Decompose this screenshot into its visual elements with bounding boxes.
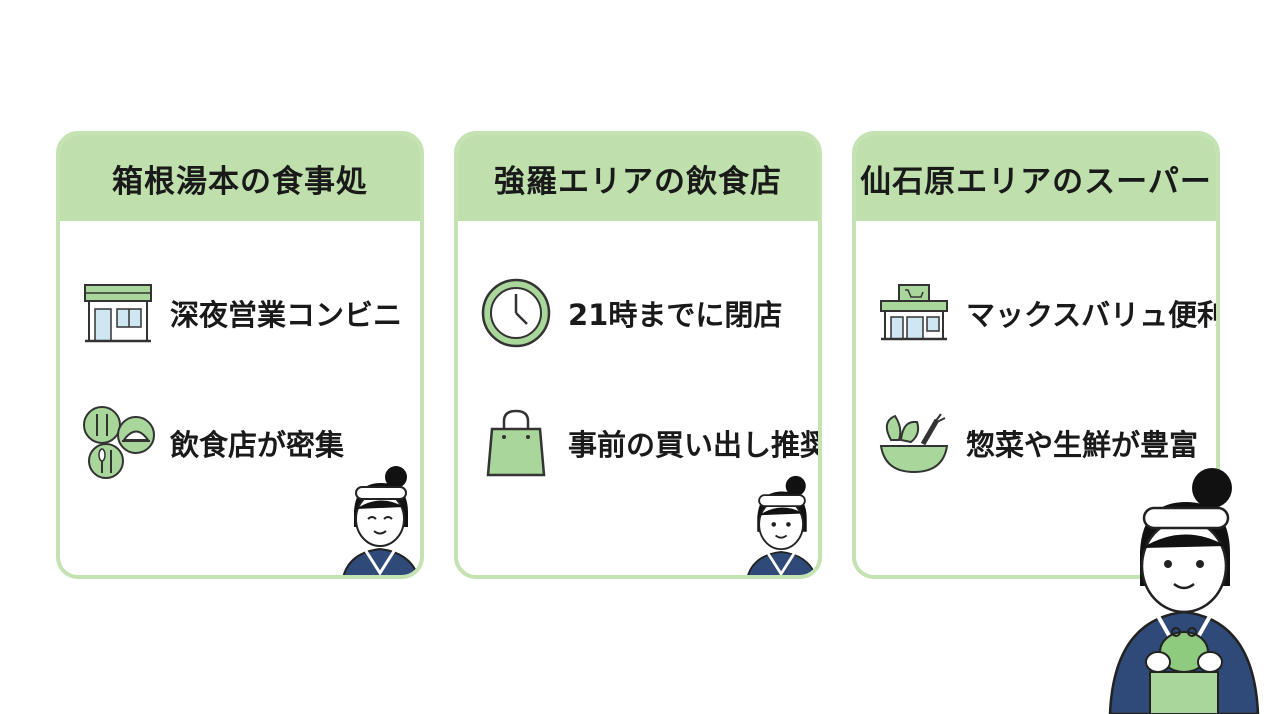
list-item: 深夜営業コンビニ	[80, 275, 402, 351]
card-hakone-yumoto: 箱根湯本の食事処 深夜営業コンビニ	[56, 131, 424, 579]
card-sengokuhara: 仙石原エリアのスーパー マックスバリュ便利	[852, 131, 1220, 579]
mascot-woman-icon	[747, 475, 817, 575]
card-title: 仙石原エリアのスーパー	[856, 135, 1216, 221]
list-item: 惣菜や生鮮が豊富	[876, 405, 1198, 481]
convenience-store-icon	[80, 275, 156, 351]
item-label: マックスバリュ便利	[966, 298, 1220, 332]
list-item: 事前の買い出し推奨	[478, 405, 822, 481]
card-title: 箱根湯本の食事処	[60, 135, 420, 221]
item-label: 21時までに閉店	[568, 298, 783, 332]
mascot-woman-with-purse-icon	[1108, 468, 1260, 714]
supermarket-icon	[876, 275, 952, 351]
list-item: 飲食店が密集	[80, 405, 344, 481]
item-label: 事前の買い出し推奨	[568, 428, 822, 462]
shopping-bag-icon	[478, 405, 554, 481]
clock-icon	[478, 275, 554, 351]
item-label: 深夜営業コンビニ	[170, 298, 403, 332]
item-label: 飲食店が密集	[170, 428, 345, 462]
vegetables-bowl-icon	[876, 405, 952, 481]
mascot-woman-icon	[342, 466, 419, 575]
restaurant-cutlery-icon	[80, 405, 156, 481]
item-label: 惣菜や生鮮が豊富	[966, 428, 1199, 462]
list-item: 21時までに閉店	[478, 275, 782, 351]
list-item: マックスバリュ便利	[876, 275, 1220, 351]
card-title: 強羅エリアの飲食店	[458, 135, 818, 221]
card-gora: 強羅エリアの飲食店 21時までに閉店 事前の買い出し推奨	[454, 131, 822, 579]
